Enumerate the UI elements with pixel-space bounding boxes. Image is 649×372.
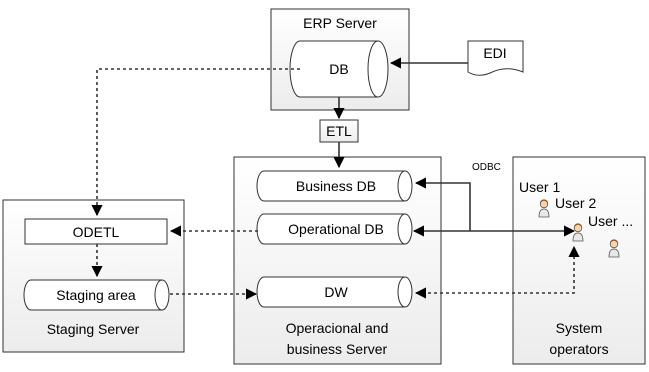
operational-db-label: Operational DB bbox=[288, 221, 384, 237]
erp-db-label: DB bbox=[329, 61, 348, 77]
odetl-label: ODETL bbox=[73, 224, 120, 240]
etl-process: ETL bbox=[319, 119, 359, 143]
user-3-label: User ... bbox=[588, 213, 633, 229]
user-icon-1 bbox=[538, 199, 550, 218]
user-icon-3 bbox=[608, 239, 620, 258]
user-2-label: User 2 bbox=[555, 195, 596, 211]
staging-area-cylinder: Staging area bbox=[23, 279, 170, 311]
dw-label: DW bbox=[324, 284, 348, 300]
dw-user-dashed-link bbox=[414, 245, 580, 299]
odbc-label: ODBC bbox=[472, 162, 501, 173]
operational-business-server-title-line2: business Server bbox=[287, 341, 388, 357]
user-1-label: User 1 bbox=[519, 179, 560, 195]
business-db-cylinder: Business DB bbox=[256, 170, 413, 202]
erp-db-cylinder: DB bbox=[289, 40, 389, 98]
business-db-label: Business DB bbox=[296, 178, 376, 194]
operational-business-server-title-line1: Operacional and bbox=[286, 320, 389, 336]
user-icon-2 bbox=[572, 223, 584, 242]
erp-db-to-odetl-dashed-arrow bbox=[91, 68, 300, 217]
system-operators-title-line2: operators bbox=[549, 341, 608, 357]
erp-server-title: ERP Server bbox=[303, 15, 377, 31]
system-operators-title-line1: System bbox=[556, 320, 603, 336]
edi-label: EDI bbox=[483, 45, 506, 61]
odetl-process: ODETL bbox=[24, 218, 168, 245]
staging-server-title: Staging Server bbox=[47, 321, 140, 337]
odbc-business-db-link bbox=[414, 177, 471, 231]
edi-document: EDI bbox=[467, 40, 524, 76]
operational-db-cylinder: Operational DB bbox=[256, 213, 413, 245]
dw-cylinder: DW bbox=[256, 276, 413, 308]
etl-label: ETL bbox=[326, 123, 352, 139]
staging-area-label: Staging area bbox=[56, 287, 136, 303]
